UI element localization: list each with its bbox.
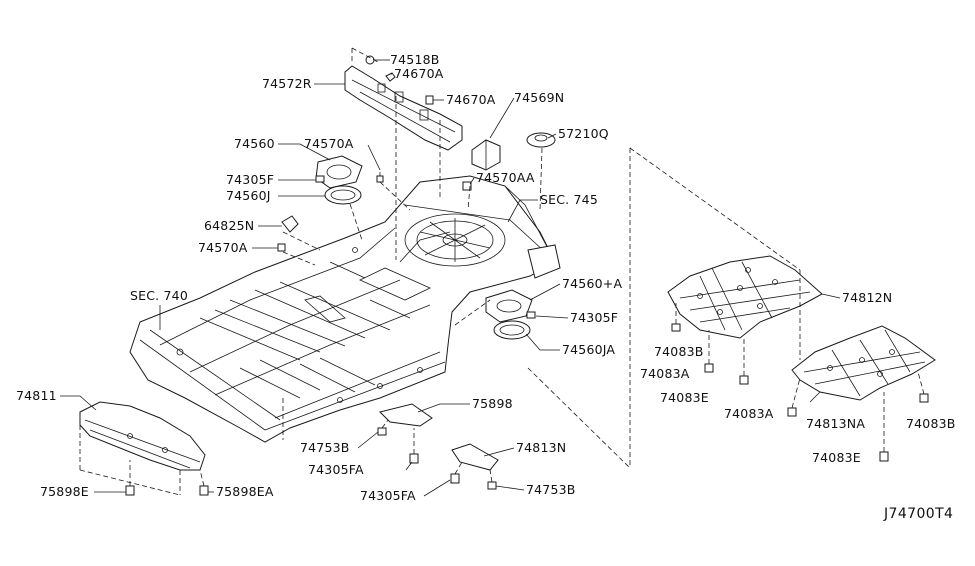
label-74560: 74560 [234, 136, 275, 151]
label-74812N: 74812N [842, 290, 892, 305]
under-cover-74812N [667, 255, 823, 339]
label-74083E-left: 74083E [660, 390, 709, 405]
label-74753B-upper: 74753B [300, 440, 350, 455]
label-75898E: 75898E [40, 484, 89, 499]
label-sec-740: SEC. 740 [130, 288, 188, 303]
seal-74560J [324, 185, 362, 205]
label-74753B-lower: 74753B [526, 482, 576, 497]
label-74560A: 74560+A [562, 276, 622, 291]
diagram-reference-code: J74700T4 [883, 506, 953, 522]
callout-labels: 74518B 74670A 74572R 74670A 74569N 57210… [16, 52, 956, 522]
fasteners [125, 55, 929, 496]
label-74570A-lower: 74570A [198, 240, 248, 255]
clip-64825N [281, 215, 299, 233]
seal-74560 [315, 155, 363, 189]
label-74305FA-lower: 74305FA [360, 488, 416, 503]
label-74811: 74811 [16, 388, 57, 403]
label-75898: 75898 [472, 396, 513, 411]
label-75898EA: 75898EA [216, 484, 274, 499]
leader-lines [60, 59, 841, 497]
label-74813NA: 74813NA [806, 416, 865, 431]
label-74813N: 74813N [516, 440, 566, 455]
rear-floor-panel [129, 175, 561, 443]
seal-74560A [485, 289, 533, 323]
label-74569N: 74569N [514, 90, 564, 105]
label-57210Q: 57210Q [558, 126, 609, 141]
label-sec-745: SEC. 745 [540, 192, 598, 207]
label-74083A-right: 74083A [724, 406, 774, 421]
label-74572R: 74572R [262, 76, 312, 91]
label-74305F-lower: 74305F [570, 310, 618, 325]
label-74083B-right: 74083B [906, 416, 956, 431]
label-74083A-left: 74083A [640, 366, 690, 381]
label-74305F-upper: 74305F [226, 172, 274, 187]
label-74305FA-upper: 74305FA [308, 462, 364, 477]
dashed-guides [79, 47, 925, 496]
front-cover-74811 [79, 401, 206, 471]
bracket-74569N [471, 139, 501, 171]
label-74570AA: 74570AA [476, 170, 535, 185]
label-74570A-upper: 74570A [304, 136, 354, 151]
label-74560J: 74560J [226, 188, 271, 203]
seal-74560JA [493, 320, 531, 340]
bracket-74813N [451, 443, 499, 471]
rear-cross-member [344, 65, 463, 151]
label-74670A-upper: 74670A [394, 66, 444, 81]
label-74670A-lower: 74670A [446, 92, 496, 107]
label-74083E-right: 74083E [812, 450, 861, 465]
plug-57210Q [526, 132, 556, 148]
label-74083B-left: 74083B [654, 344, 704, 359]
label-74560JA: 74560JA [562, 342, 615, 357]
bracket-75898 [379, 403, 433, 427]
label-64825N: 64825N [204, 218, 254, 233]
under-cover-74813NA [791, 325, 936, 401]
label-74518B: 74518B [390, 52, 440, 67]
